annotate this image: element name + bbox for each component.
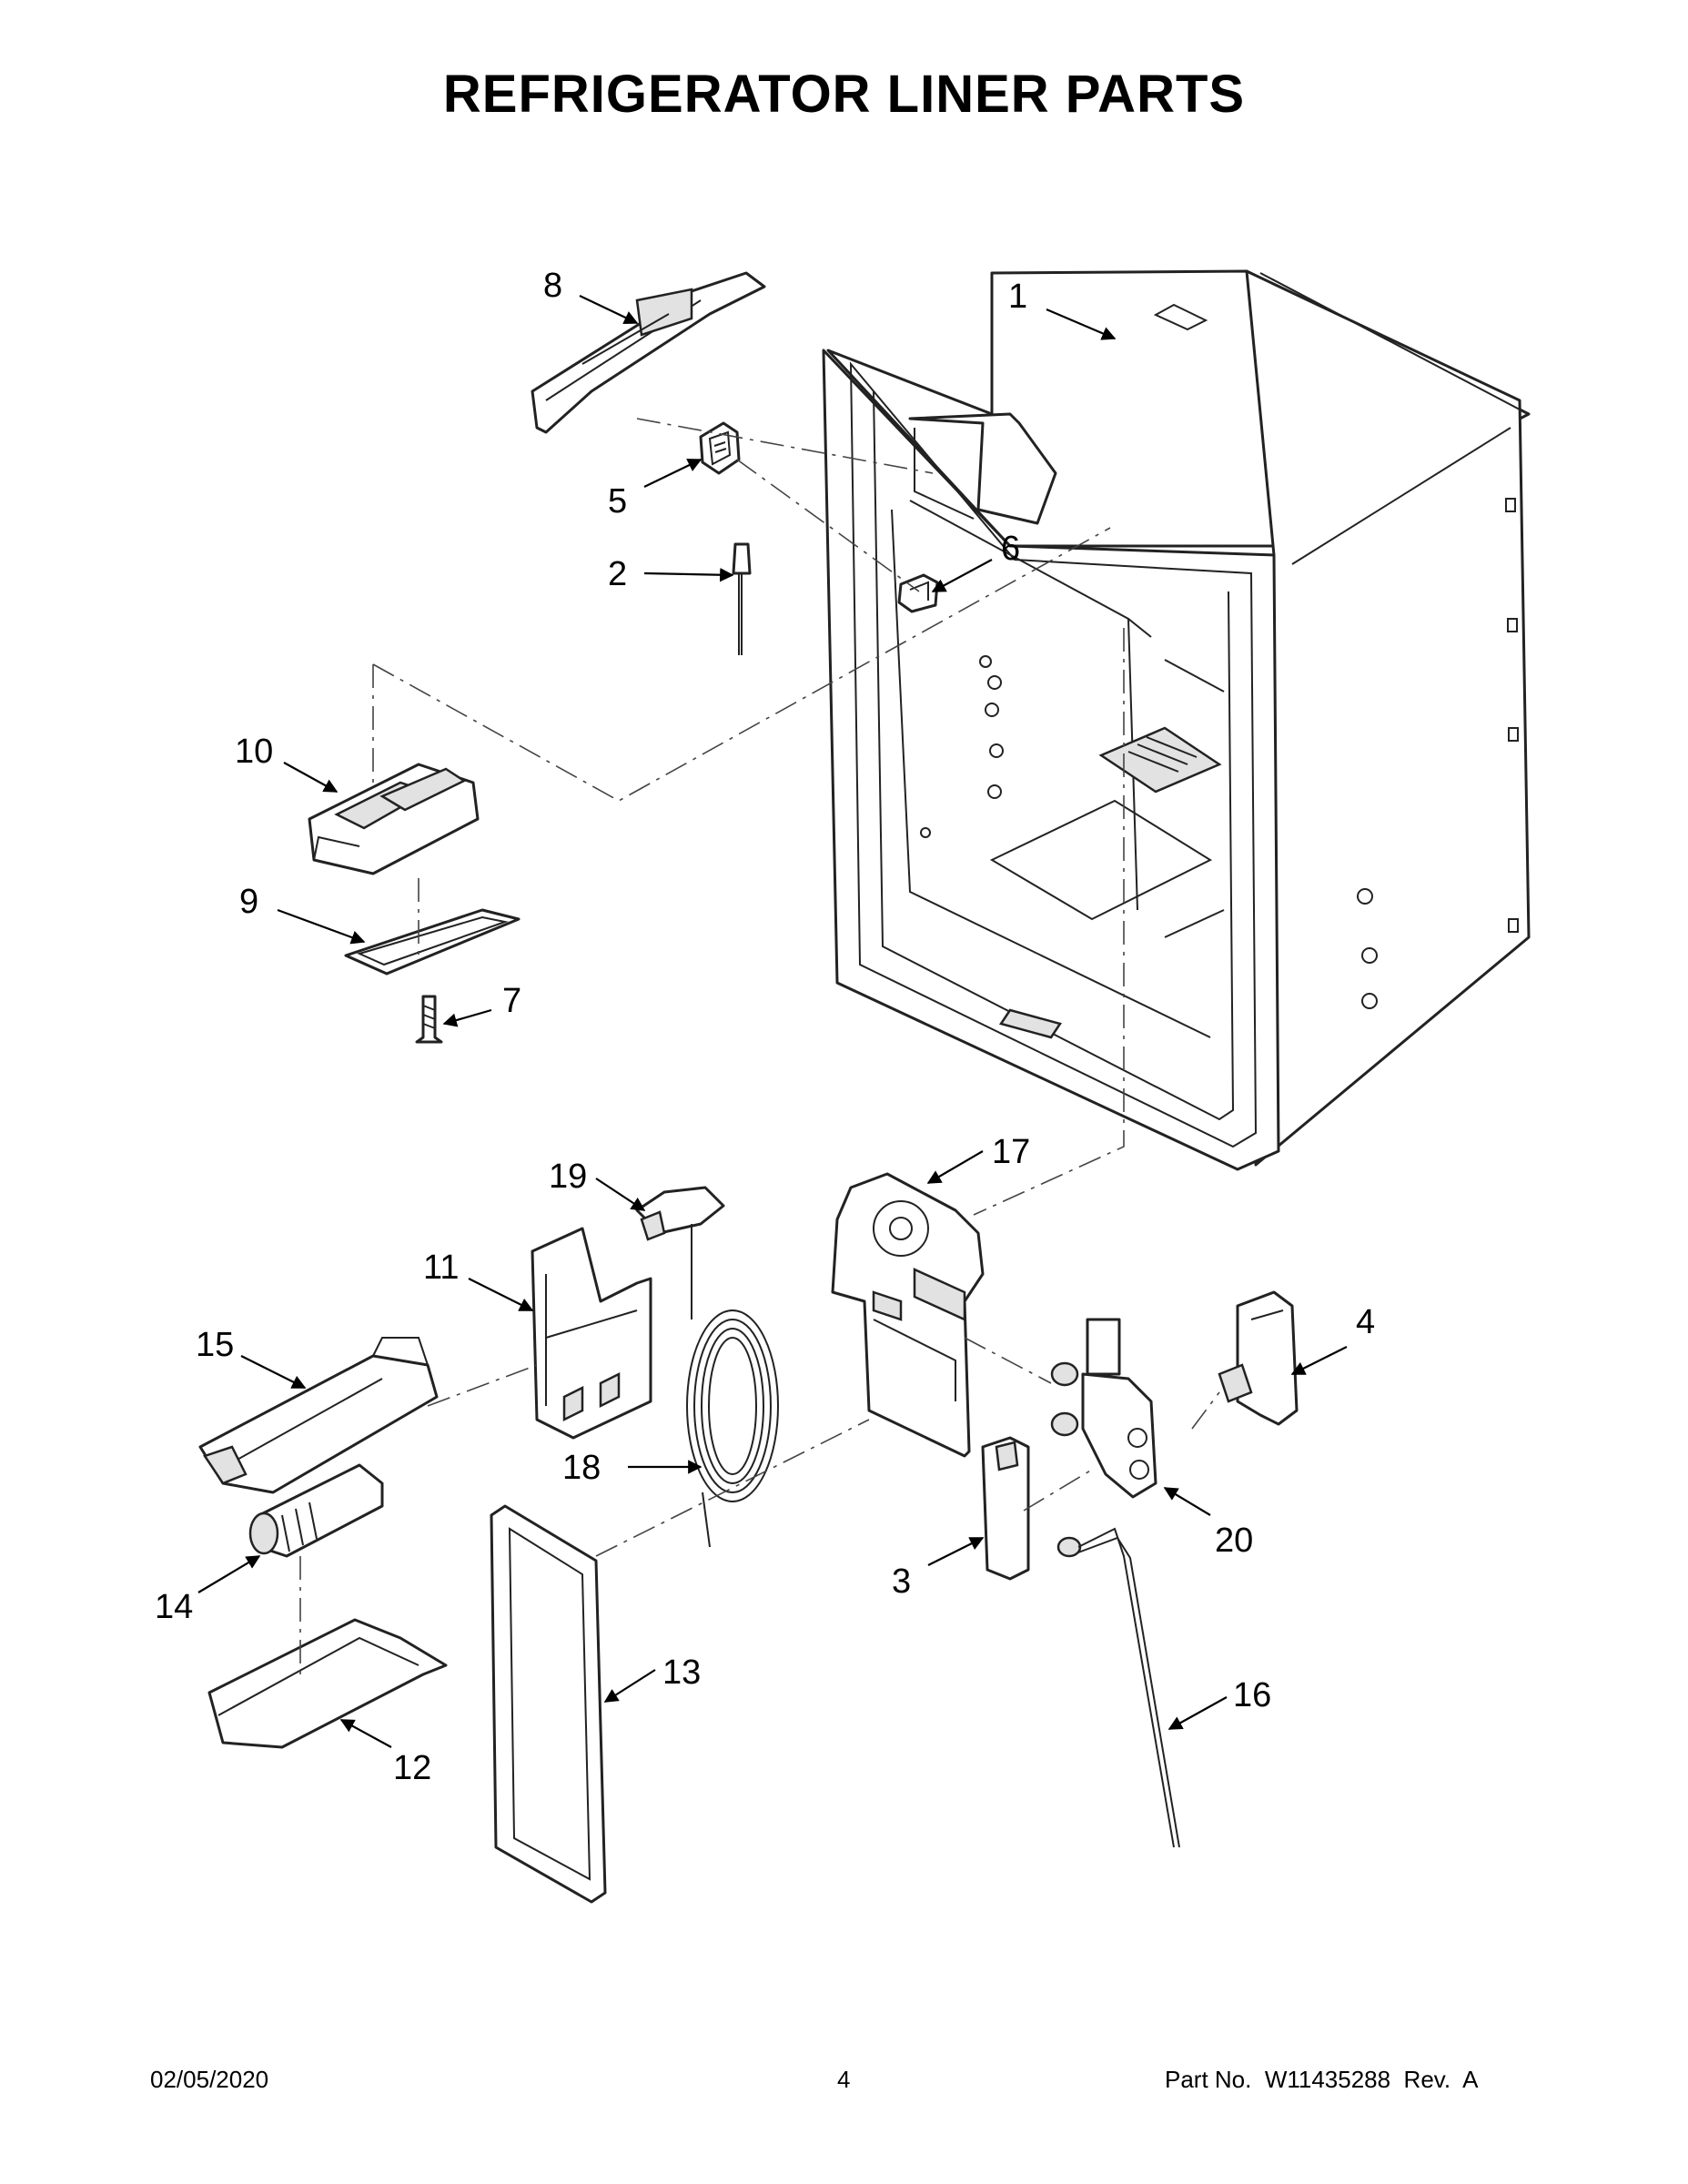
- part-15-filter-housing: [198, 1337, 439, 1494]
- part-12-filter-cover: [207, 1618, 448, 1749]
- part-1-liner: [822, 269, 1531, 1171]
- callout-11: 11: [423, 1249, 459, 1287]
- alignment-lines: [299, 418, 1220, 1674]
- part-4-bracket: [1218, 1290, 1299, 1426]
- callout-17: 17: [992, 1133, 1030, 1171]
- callout-4: 4: [1356, 1303, 1375, 1341]
- part-13-panel: [490, 1504, 607, 1904]
- callout-10: 10: [235, 733, 273, 771]
- callout-1: 1: [1008, 278, 1027, 316]
- callout-9: 9: [239, 883, 258, 921]
- callout-5: 5: [608, 482, 627, 521]
- footer-page-number: 4: [837, 2066, 851, 2093]
- part-2-thermistor: [732, 542, 752, 655]
- callout-2: 2: [608, 555, 627, 593]
- part-17-dispenser-housing: [831, 1172, 985, 1458]
- part-5-damper: [699, 421, 741, 475]
- footer-part-number: Part No. W11435288 Rev. A: [1165, 2066, 1479, 2093]
- part-8-duct-cover: [531, 271, 766, 434]
- leader-arrows: [197, 295, 1348, 1748]
- callout-15: 15: [196, 1326, 234, 1364]
- callout-13: 13: [662, 1653, 701, 1692]
- callout-6: 6: [1001, 530, 1020, 568]
- callout-20: 20: [1215, 1522, 1253, 1560]
- part-16-water-tube: [1056, 1527, 1180, 1848]
- callout-14: 14: [155, 1588, 193, 1626]
- part-3-channel: [981, 1436, 1030, 1581]
- callout-19: 19: [549, 1158, 587, 1196]
- footer-date: 02/05/2020: [150, 2066, 269, 2093]
- callout-3: 3: [892, 1562, 911, 1601]
- callout-12: 12: [393, 1749, 431, 1787]
- callout-7: 7: [502, 982, 521, 1020]
- part-14-filter: [248, 1463, 384, 1558]
- part-20-water-valve: [1050, 1318, 1157, 1499]
- callout-16: 16: [1233, 1676, 1271, 1714]
- part-9-frame: [344, 908, 521, 976]
- part-18-harness: [686, 1309, 779, 1548]
- page-title: REFRIGERATOR LINER PARTS: [442, 65, 1246, 124]
- callout-labels: 1 2 3 4 5 6 7 8 9 10 11 12 13 14 15 16 1…: [155, 267, 1375, 1787]
- part-10-tray: [308, 763, 480, 875]
- part-19-switch: [635, 1186, 725, 1320]
- part-11-housing: [531, 1227, 652, 1440]
- callout-18: 18: [562, 1449, 601, 1487]
- callout-8: 8: [543, 267, 562, 305]
- part-7-screw: [415, 995, 443, 1044]
